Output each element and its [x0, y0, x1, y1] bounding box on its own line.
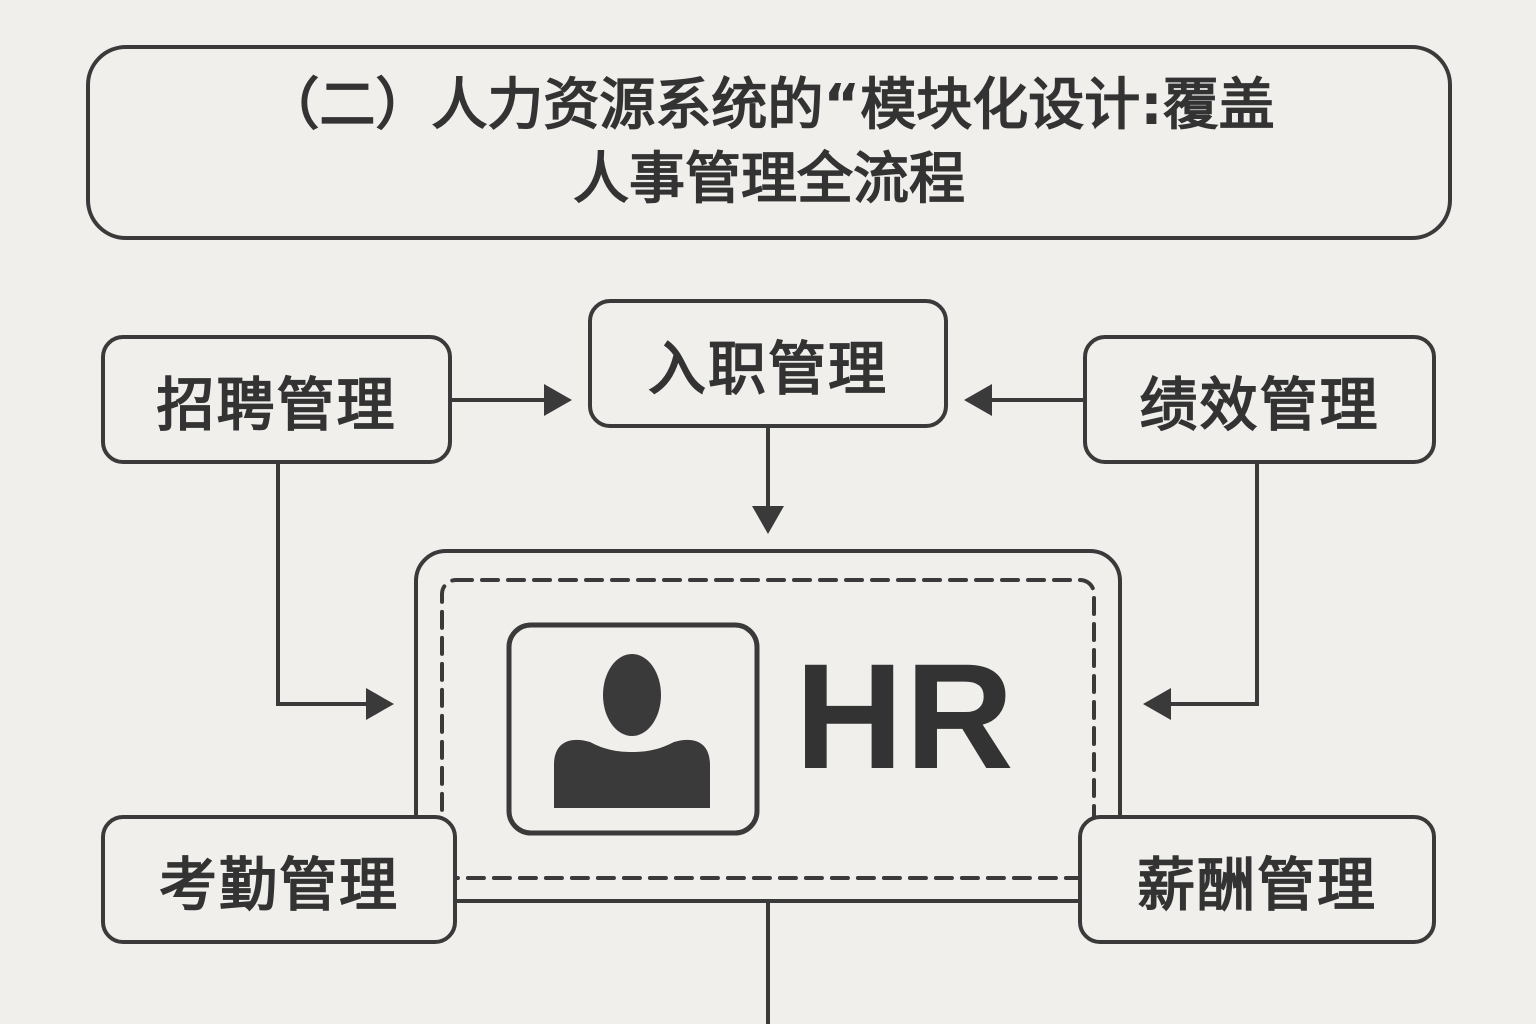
- module-recruitment[interactable]: 招聘管理: [101, 335, 452, 464]
- title-line-2: 人事管理全流程: [573, 146, 965, 212]
- module-label: 招聘管理: [156, 370, 397, 439]
- module-onboarding[interactable]: 入职管理: [588, 299, 948, 428]
- title-line-1: （二）人力资源系统的“模块化设计:覆盖: [263, 72, 1275, 138]
- module-label: 薪酬管理: [1136, 850, 1377, 919]
- hr-label: HR: [795, 632, 1016, 800]
- arrow-recruit-hr: [276, 464, 394, 720]
- arrow-performance-hr: [1143, 464, 1259, 720]
- module-label: 入职管理: [647, 334, 888, 403]
- module-attendance[interactable]: 考勤管理: [101, 815, 457, 944]
- title-box: （二）人力资源系统的“模块化设计:覆盖 人事管理全流程: [86, 45, 1452, 240]
- module-label: 考勤管理: [158, 850, 399, 919]
- module-performance[interactable]: 绩效管理: [1083, 335, 1436, 464]
- module-label: 绩效管理: [1139, 370, 1380, 439]
- user-icon: [554, 654, 710, 808]
- module-salary[interactable]: 薪酬管理: [1078, 815, 1436, 944]
- hr-dashed-frame: [440, 578, 1096, 880]
